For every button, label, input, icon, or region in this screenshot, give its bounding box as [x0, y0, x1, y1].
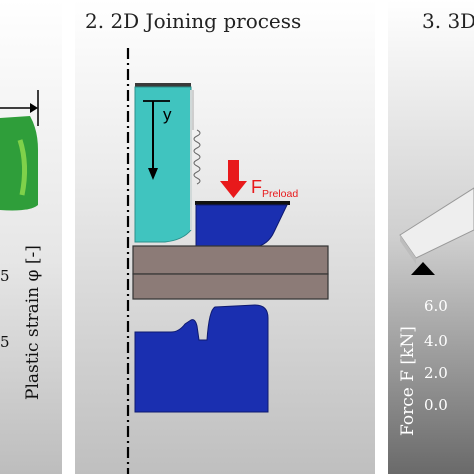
panel-3-title: 3. 3D [422, 9, 474, 33]
force-arrow-head [220, 181, 247, 198]
dimension-arrow-head [30, 103, 38, 113]
upper-sheet [132, 245, 329, 275]
panel-3-tick-label: 2.0 [424, 364, 448, 382]
panel-3-graphics: 6.0 4.0 2.0 0.0 [399, 187, 474, 414]
panel-1-graphics: 5 5 [0, 90, 39, 351]
panel-3-axis-label: Force F [kN] [398, 326, 418, 436]
panel-2-title: 2. 2D Joining process [85, 9, 302, 33]
spring-icon [193, 129, 201, 185]
force-label: FPreload [251, 177, 298, 200]
strain-field-shape [0, 116, 38, 211]
punch-top-plate [195, 201, 290, 205]
force-arrow-shaft [228, 160, 239, 182]
panel-2-graphics: y FPreload [126, 48, 329, 474]
panel-3-tick-label: 4.0 [424, 332, 448, 350]
strain-highlight [17, 139, 28, 196]
panel-1-tick-label: 5 [0, 333, 10, 351]
teal-part-top-plate [135, 83, 191, 87]
3d-plate-top [399, 187, 474, 259]
panel-3-3d: 3. 3D 6.0 4.0 2.0 0.0 Force F [kN] [388, 0, 474, 474]
upper-punch [195, 204, 288, 248]
panel-3-tick-label: 6.0 [424, 297, 448, 315]
lower-sheet [132, 273, 329, 300]
panel-2-2d-joining: 2. 2D Joining process y FPreload [75, 0, 375, 474]
panel-1-axis-label: Plastic strain φ [-] [23, 245, 43, 400]
3d-support-triangle [411, 262, 435, 275]
lower-die [134, 304, 269, 413]
y-label: y [163, 105, 172, 124]
3d-plate-edge [400, 235, 416, 264]
teal-part [134, 86, 192, 243]
y-arrow-head [148, 168, 158, 180]
panel-3-tick-label: 0.0 [424, 396, 448, 414]
panel-1-tick-label: 5 [0, 267, 10, 285]
panel-1-plastic-strain: 5 5 Plastic strain φ [-] [0, 0, 62, 474]
